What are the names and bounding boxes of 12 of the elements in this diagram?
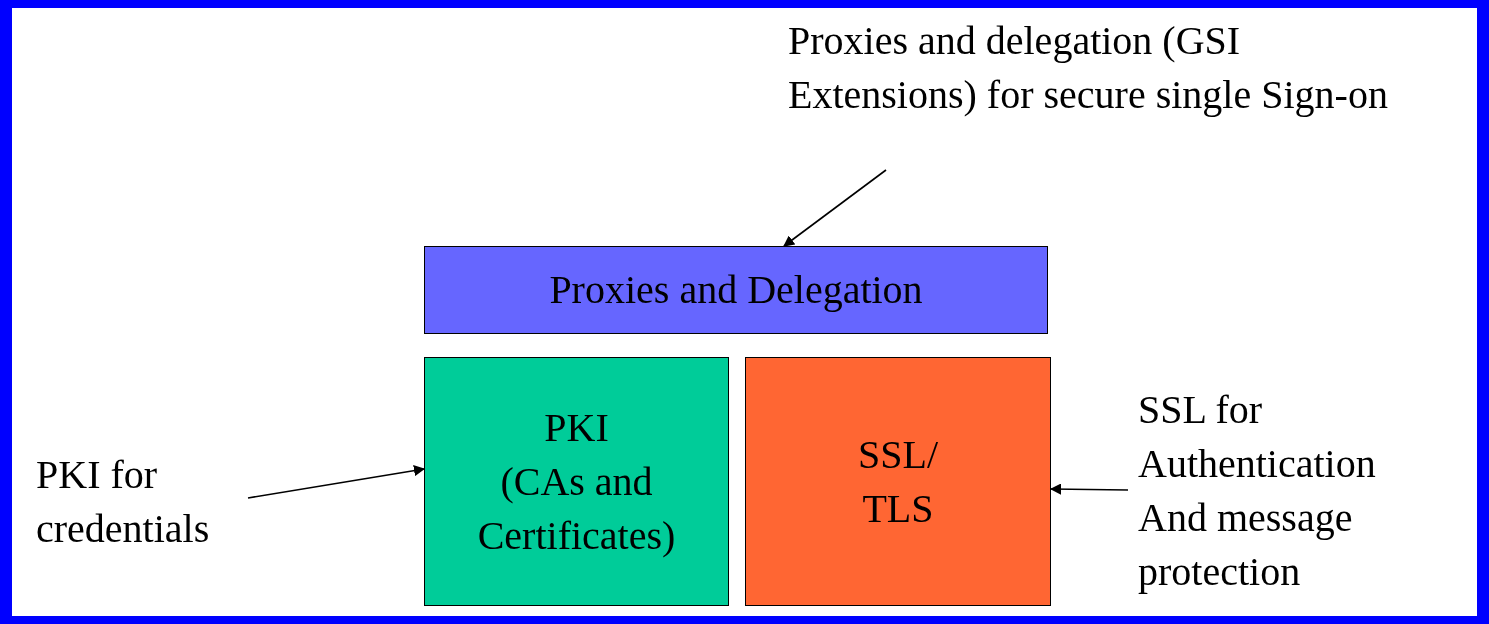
annotation-text: PKI for credentials [36, 451, 211, 553]
layer-box [745, 357, 1051, 606]
layer-box [424, 357, 729, 606]
arrow [247, 465, 426, 499]
arrow [1049, 483, 1129, 495]
layer-box [424, 246, 1048, 334]
annotation-text: Proxies and delegation (GSI Extensions) for secure single Sign-on [788, 17, 1389, 119]
box-label: Proxies and Delegation [549, 266, 923, 314]
box-label: SSL/ TLS [856, 430, 939, 533]
annotation-text: SSL for Authentication And message protection [1138, 386, 1377, 596]
arrow [783, 169, 887, 247]
box-label: PKI (CAs and Certificates) [476, 403, 677, 560]
